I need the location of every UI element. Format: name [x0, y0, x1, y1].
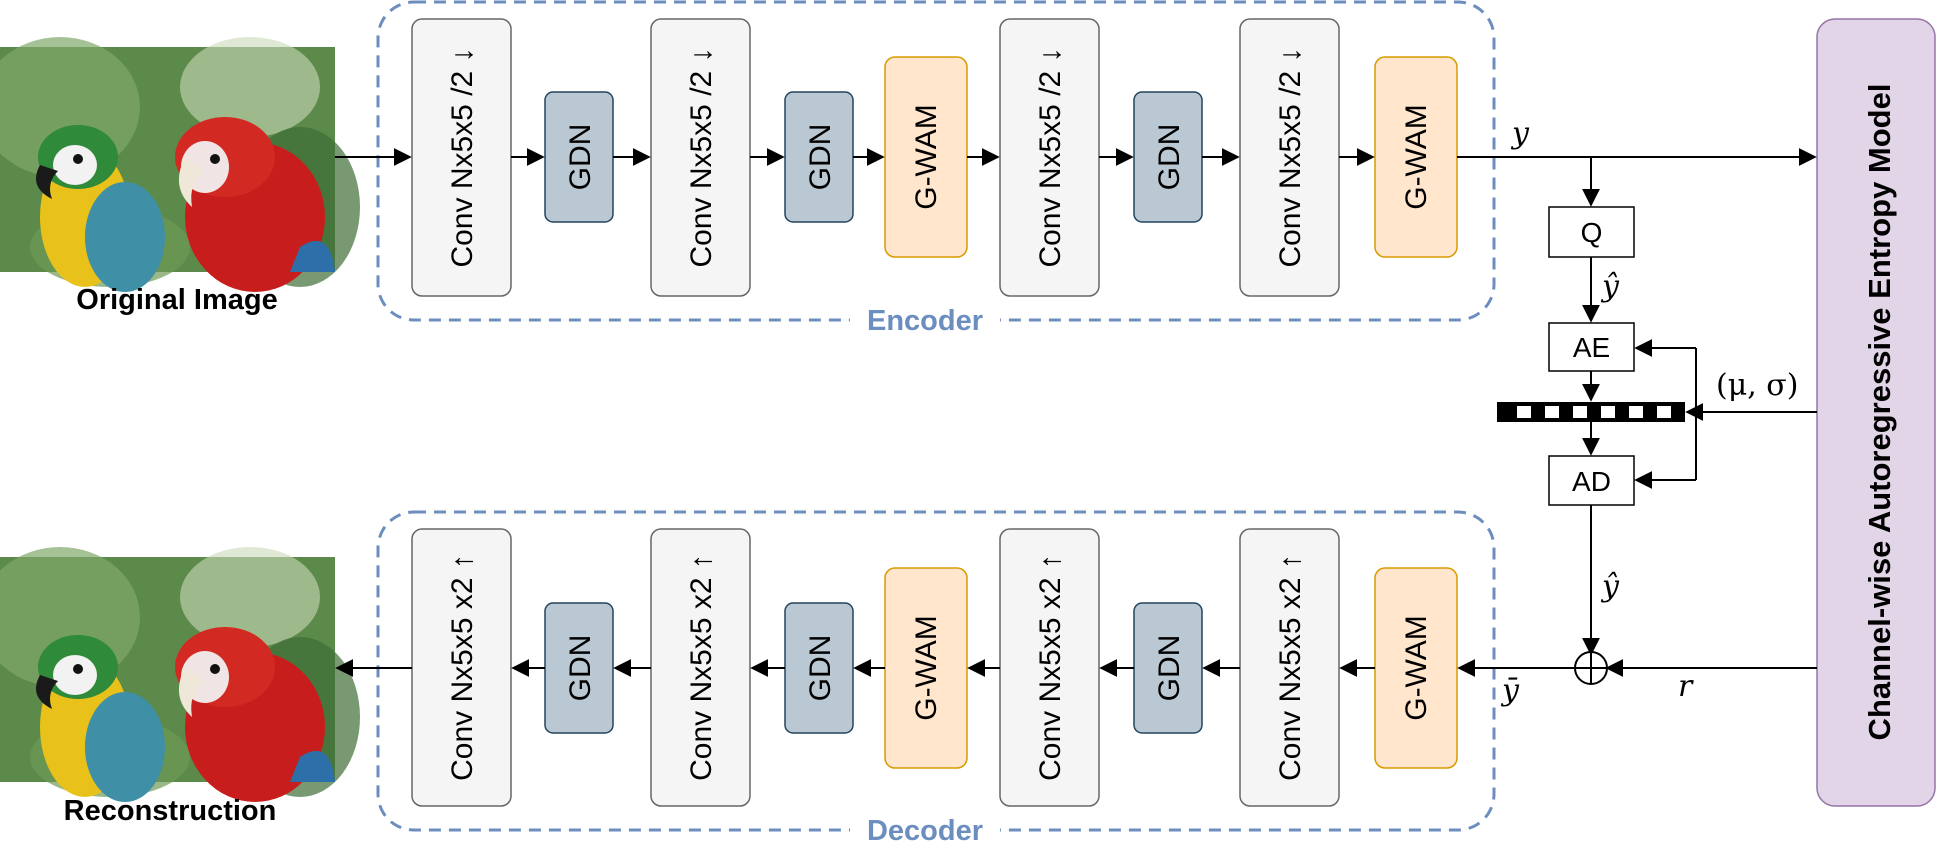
reconstruction-image: [0, 547, 360, 802]
encoder-conv-2: Conv Nx5x5 /2 ↓: [650, 18, 751, 297]
svg-text:GDN: GDN: [804, 635, 837, 702]
symbol-mu-sigma: (μ, σ): [1716, 368, 1798, 403]
entropy-model: Channel-wise Autoregressive Entropy Mode…: [1816, 18, 1936, 807]
encoder-gdn-1: GDN: [544, 91, 614, 223]
decoder-gwam-2: G-WAM: [1374, 567, 1458, 769]
svg-text:Conv Nx5x5 /2 ↓: Conv Nx5x5 /2 ↓: [685, 47, 718, 267]
svg-text:GDN: GDN: [564, 635, 597, 702]
svg-text:G-WAM: G-WAM: [1400, 104, 1433, 210]
arithmetic-encoder-box: AE: [1548, 322, 1635, 372]
original-image: [0, 37, 360, 292]
symbol-y-hat-2: ŷ: [1600, 569, 1620, 604]
svg-text:GDN: GDN: [1153, 124, 1186, 191]
svg-text:G-WAM: G-WAM: [910, 104, 943, 210]
symbol-y-bar: ȳ: [1500, 673, 1520, 708]
svg-text:Q: Q: [1581, 217, 1603, 248]
symbol-r: r: [1678, 669, 1694, 704]
decoder-conv-1: Conv Nx5x5 x2 ↑: [411, 528, 512, 807]
svg-text:Conv Nx5x5 /2 ↓: Conv Nx5x5 /2 ↓: [1274, 47, 1307, 267]
encoder-label: Encoder: [867, 305, 983, 337]
svg-text:Channel-wise Autoregressive En: Channel-wise Autoregressive Entropy Mode…: [1862, 84, 1897, 741]
encoder-gwam-1: G-WAM: [884, 56, 968, 258]
original-image-caption: Original Image: [76, 284, 277, 316]
svg-text:Conv Nx5x5 /2 ↓: Conv Nx5x5 /2 ↓: [1034, 47, 1067, 267]
decoder-conv-3: Conv Nx5x5 x2 ↑: [999, 528, 1100, 807]
svg-text:Conv Nx5x5 x2 ↑: Conv Nx5x5 x2 ↑: [685, 554, 718, 781]
svg-text:GDN: GDN: [804, 124, 837, 191]
svg-text:AE: AE: [1573, 332, 1610, 363]
reconstruction-caption: Reconstruction: [64, 795, 277, 827]
encoder-conv-4: Conv Nx5x5 /2 ↓: [1239, 18, 1340, 297]
decoder-conv-2: Conv Nx5x5 x2 ↑: [650, 528, 751, 807]
encoder-gdn-3: GDN: [1133, 91, 1203, 223]
svg-text:Conv Nx5x5 x2 ↑: Conv Nx5x5 x2 ↑: [446, 554, 479, 781]
svg-text:Conv Nx5x5 x2 ↑: Conv Nx5x5 x2 ↑: [1034, 554, 1067, 781]
encoder-gwam-2: G-WAM: [1374, 56, 1458, 258]
adder-node: [1574, 651, 1608, 685]
svg-text:GDN: GDN: [1153, 635, 1186, 702]
encoder-conv-1: Conv Nx5x5 /2 ↓: [411, 18, 512, 297]
svg-text:AD: AD: [1572, 466, 1611, 497]
svg-text:G-WAM: G-WAM: [910, 615, 943, 721]
arithmetic-decoder-box: AD: [1548, 455, 1635, 506]
svg-text:GDN: GDN: [564, 124, 597, 191]
decoder-gdn-1: GDN: [544, 602, 614, 734]
symbol-y-hat: ŷ: [1600, 269, 1620, 304]
encoder-gdn-2: GDN: [784, 91, 854, 223]
decoder-conv-4: Conv Nx5x5 x2 ↑: [1239, 528, 1340, 807]
decoder-gdn-3: GDN: [1133, 602, 1203, 734]
decoder-gwam-1: G-WAM: [884, 567, 968, 769]
encoder-conv-3: Conv Nx5x5 /2 ↓: [999, 18, 1100, 297]
svg-text:G-WAM: G-WAM: [1400, 615, 1433, 721]
symbol-y: y: [1510, 116, 1530, 151]
svg-text:Conv Nx5x5 /2 ↓: Conv Nx5x5 /2 ↓: [446, 47, 479, 267]
decoder-label: Decoder: [867, 815, 983, 847]
quantizer-box: Q: [1548, 206, 1635, 258]
encoder-arrows: [335, 148, 1817, 677]
decoder-gdn-2: GDN: [784, 602, 854, 734]
bitstream: [1497, 402, 1685, 422]
svg-text:Conv Nx5x5 x2 ↑: Conv Nx5x5 x2 ↑: [1274, 554, 1307, 781]
